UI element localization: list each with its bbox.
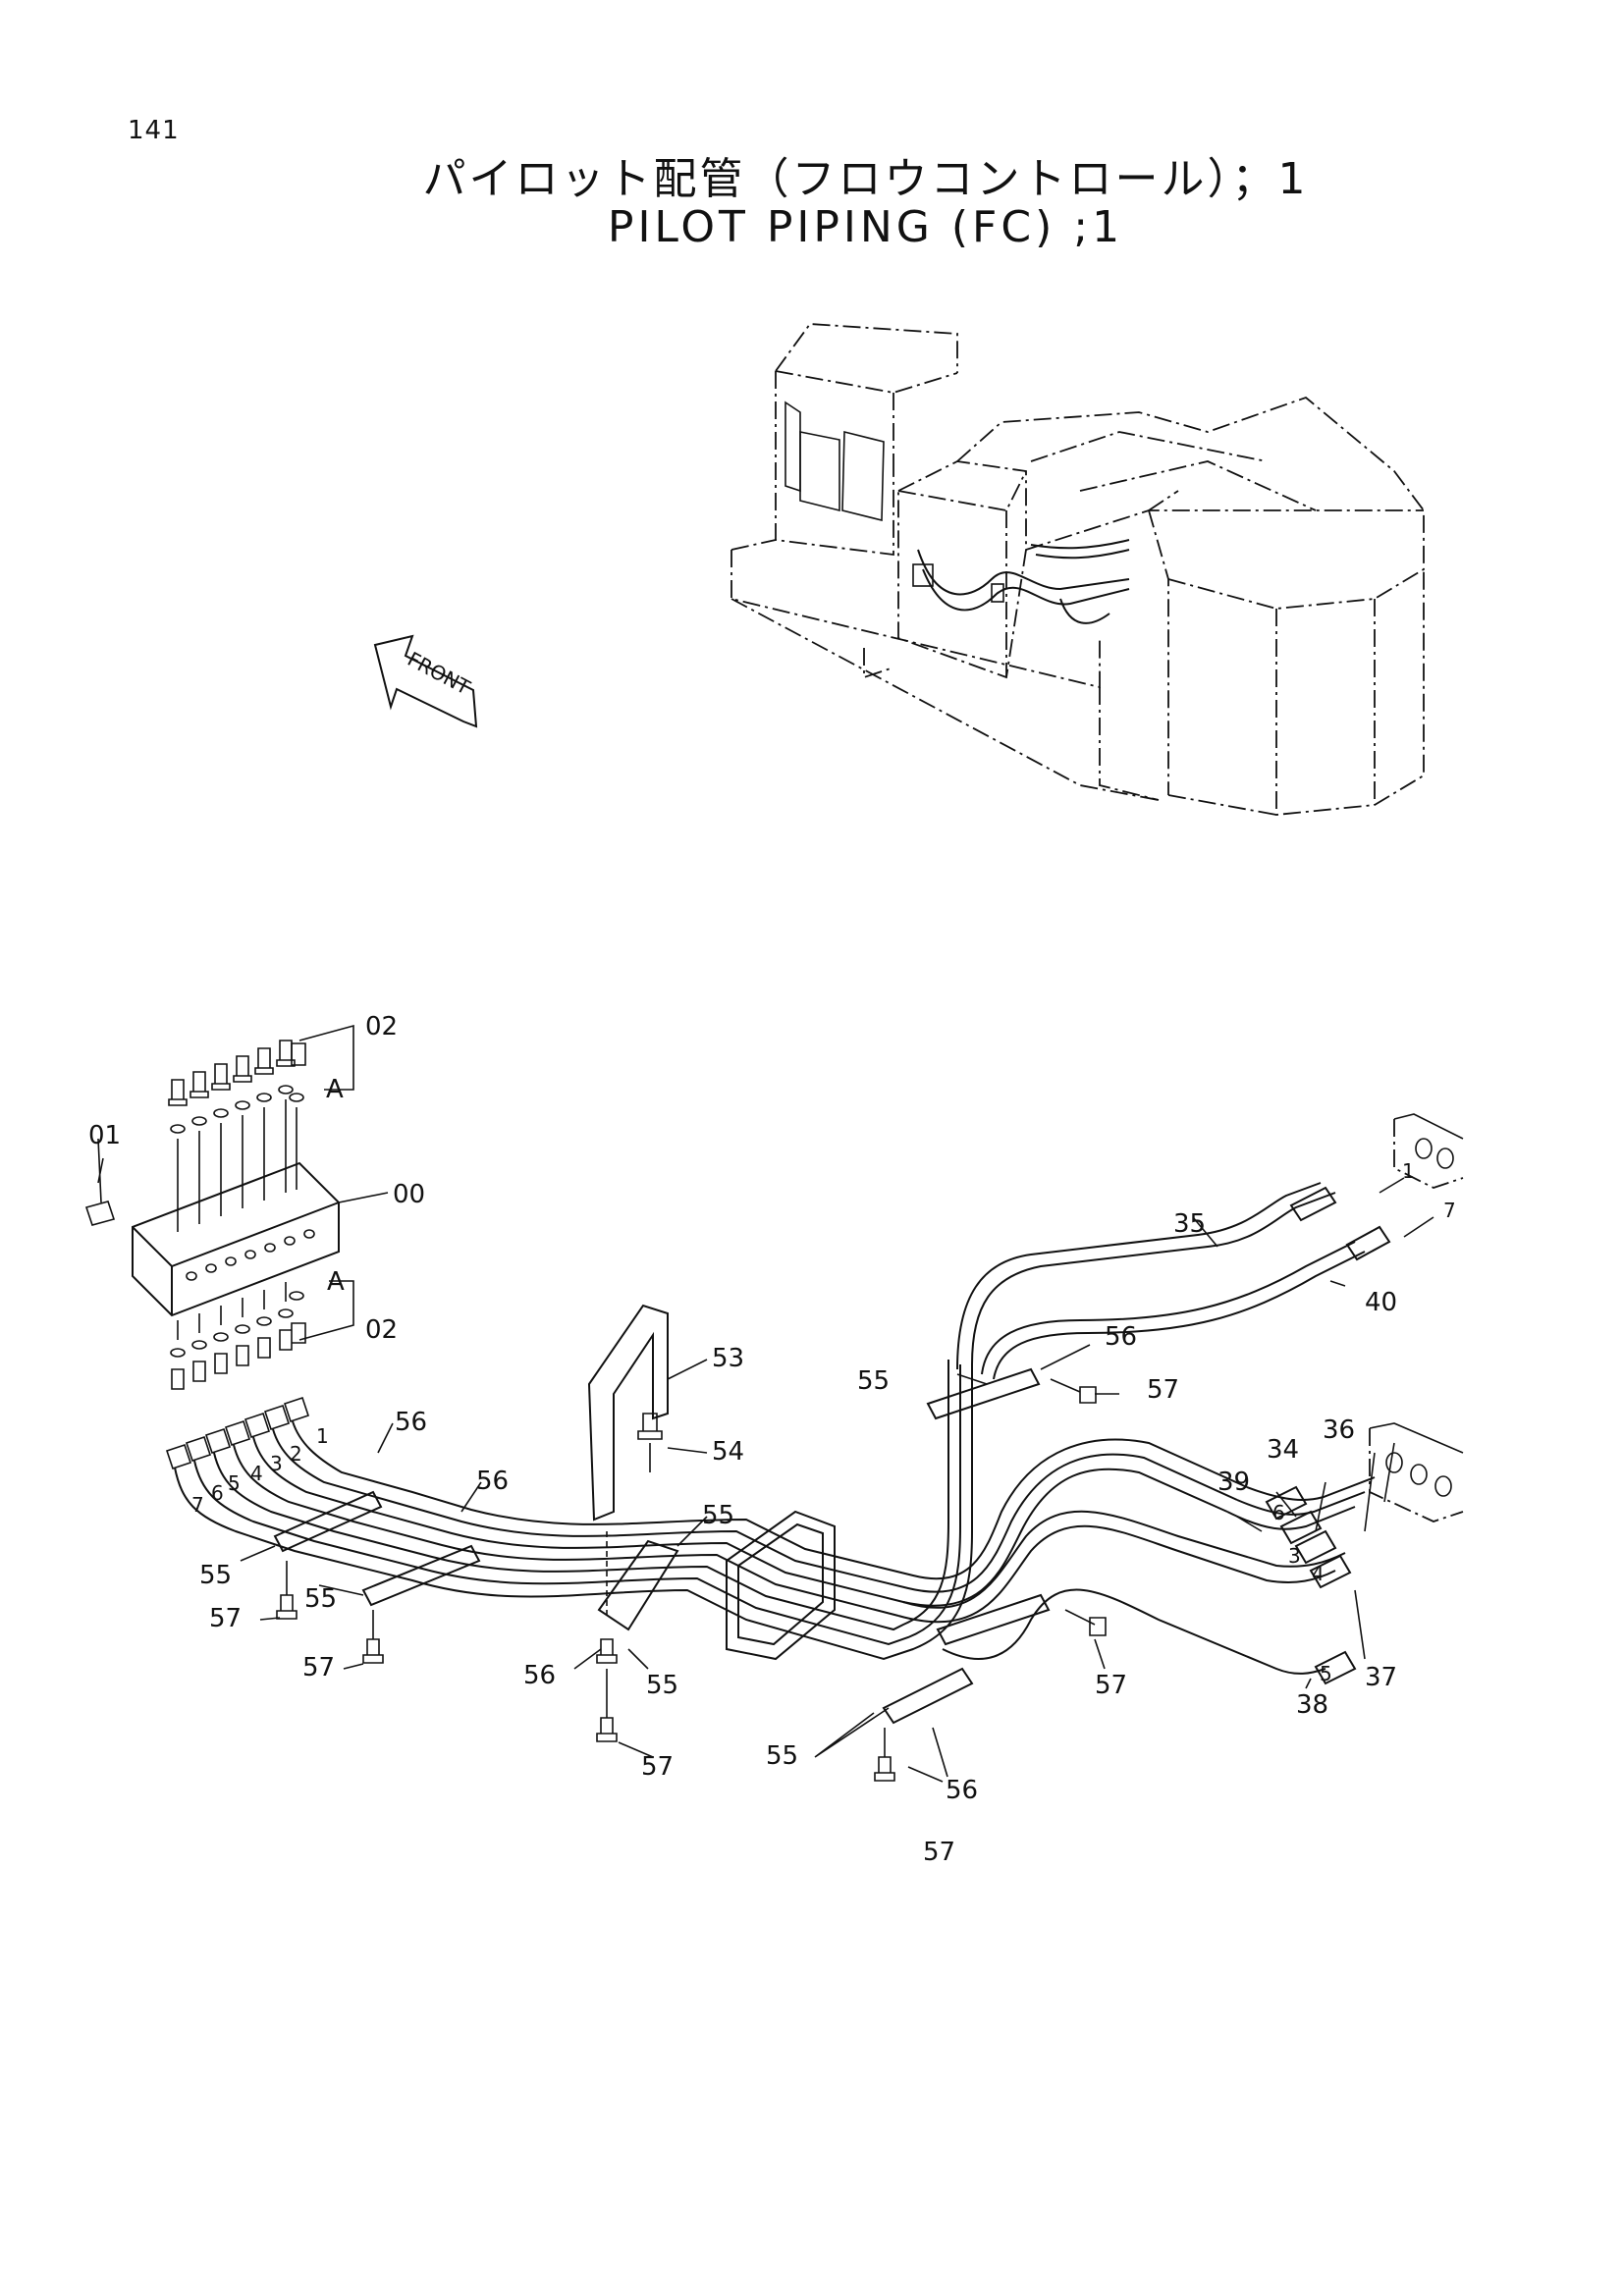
callout-00: 00: [393, 1180, 425, 1209]
callout-40: 40: [1365, 1288, 1397, 1317]
right-hoses: 6 3 4 5 1 7: [897, 1113, 1464, 1685]
callout-55: 55: [199, 1561, 232, 1590]
callout-57: 57: [641, 1752, 674, 1782]
machine-overview: [730, 323, 1425, 816]
callout-55: 55: [702, 1501, 734, 1530]
callout-38: 38: [1296, 1690, 1328, 1720]
callout-56: 56: [476, 1467, 509, 1496]
hose-number: 4: [250, 1462, 263, 1485]
valve-block-assembly: [84, 1024, 389, 1390]
callout-55: 55: [857, 1366, 890, 1396]
hose-number: 2: [290, 1442, 302, 1466]
front-arrow: FRONT: [373, 634, 478, 728]
callout-56: 56: [946, 1776, 978, 1805]
callout-A: A: [327, 1267, 345, 1297]
top-adapters: [168, 1040, 306, 1232]
hose-number: 3: [1288, 1544, 1301, 1568]
callout-57: 57: [923, 1838, 955, 1867]
callout-02: 02: [365, 1012, 398, 1041]
hose-number: 1: [1402, 1159, 1415, 1183]
callout-57: 57: [1095, 1671, 1127, 1700]
hose-number: 7: [1443, 1199, 1456, 1222]
front-label: FRONT: [404, 647, 474, 700]
callout-37: 37: [1365, 1663, 1397, 1692]
callout-labels: 00 01 02 02 A A 53 54 55 55 55 55 55 55 …: [88, 1012, 1397, 1867]
callout-56: 56: [523, 1661, 556, 1690]
callout-39: 39: [1217, 1468, 1250, 1497]
callout-01: 01: [88, 1121, 121, 1150]
callout-34: 34: [1267, 1435, 1299, 1465]
hose-number: 5: [1320, 1662, 1332, 1685]
hose-bundle: 1 2 3 4 5 6 7: [165, 1360, 1248, 1664]
callout-57: 57: [209, 1604, 242, 1633]
callout-54: 54: [712, 1437, 744, 1467]
callout-55: 55: [304, 1584, 337, 1614]
hose-number: 1: [316, 1424, 329, 1448]
title-japanese: パイロット配管（フロウコントロール）；1: [422, 154, 1309, 204]
bottom-adapters: [170, 1282, 306, 1390]
hose-number: 3: [270, 1452, 283, 1475]
callout-55: 55: [766, 1741, 798, 1771]
hose-number: 7: [191, 1493, 204, 1517]
callout-36: 36: [1323, 1415, 1355, 1445]
hose-number: 4: [1312, 1562, 1325, 1585]
callout-02: 02: [365, 1315, 398, 1345]
page-number: 141: [128, 116, 180, 145]
callout-56: 56: [395, 1408, 427, 1437]
hose-number: 6: [1272, 1501, 1285, 1524]
title-english: PILOT PIPING (FC) ;1: [607, 202, 1124, 252]
callout-57: 57: [1147, 1375, 1179, 1405]
hose-number: 6: [211, 1481, 224, 1505]
bracket-53: [587, 1304, 679, 1742]
callout-53: 53: [712, 1344, 744, 1373]
frame-bracket: [726, 1367, 1107, 1782]
callout-57: 57: [302, 1653, 335, 1682]
callout-55: 55: [646, 1671, 678, 1700]
callout-56: 56: [1105, 1322, 1137, 1352]
callout-A: A: [326, 1075, 344, 1104]
leader-lines: [97, 1157, 1366, 1783]
hose-number: 5: [228, 1471, 241, 1495]
callout-35: 35: [1173, 1209, 1206, 1239]
